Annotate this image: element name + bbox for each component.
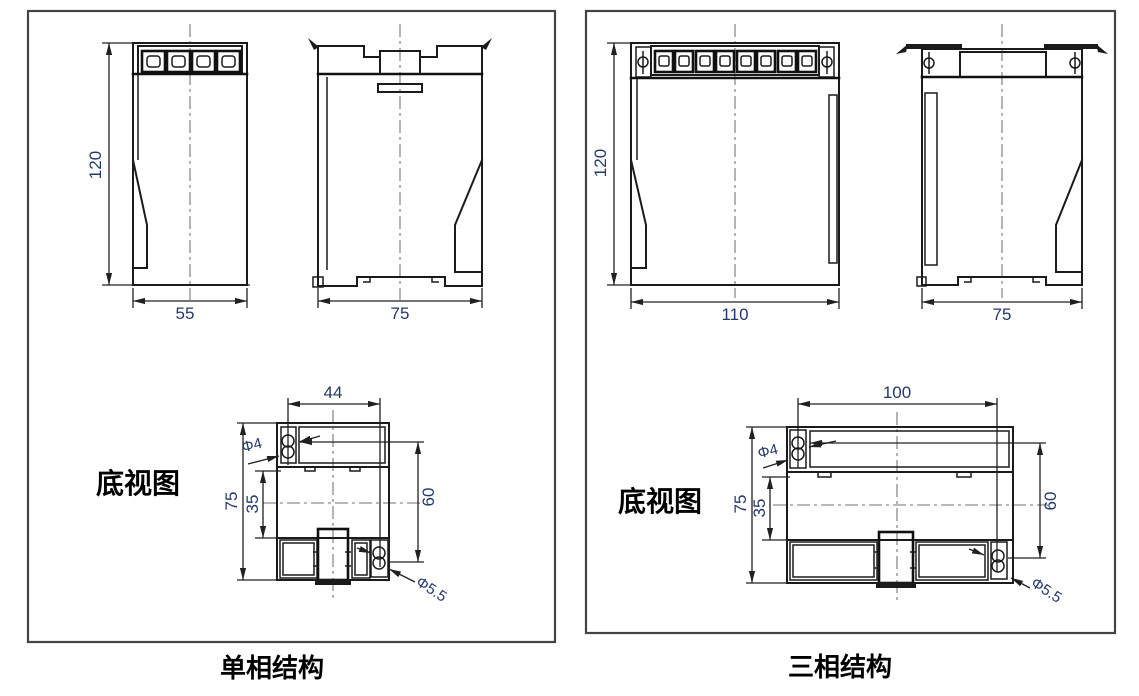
dim-hole-spacing: 60 — [1041, 492, 1060, 511]
terminal-strip — [131, 45, 249, 76]
latch-wedge — [131, 158, 148, 269]
hole-bottom-dia-label: Φ5.5 — [1028, 575, 1065, 607]
panel-border — [26, 9, 557, 644]
latch-wedge — [1055, 158, 1084, 273]
corner-tick — [1096, 44, 1108, 54]
bottom-view-label: 底视图 — [96, 468, 180, 499]
din-rail-profile — [921, 276, 1083, 286]
dim-front-width: 110 — [721, 305, 748, 324]
panel-three-phase: 120 110 — [584, 9, 1117, 635]
panel-single-phase: 120 55 — [26, 9, 557, 644]
slot — [377, 83, 423, 93]
corner-tick — [896, 44, 908, 54]
caption-three-phase: 三相结构 — [788, 652, 892, 682]
top-bar — [1044, 44, 1098, 49]
latch-wedge — [629, 158, 647, 269]
mounting-hole — [372, 556, 386, 570]
dim-side-width: 75 — [993, 305, 1012, 324]
hole-top-dia-label: Φ4 — [240, 435, 264, 456]
dim-front-height: 120 — [86, 151, 105, 179]
dim-front-height: 120 — [591, 149, 610, 177]
din-rail-profile — [317, 276, 483, 287]
mounting-hole — [991, 549, 1005, 563]
single-bottom-view: 44 75 35 60 Φ4 Φ5.5 — [222, 383, 450, 606]
dim-hole-spacing: 60 — [419, 488, 438, 507]
dim-bottom-offset: 35 — [750, 499, 769, 518]
bottom-view-label: 底视图 — [618, 486, 702, 517]
terminal-strip — [629, 45, 841, 80]
latch-notch — [312, 276, 324, 288]
three-front-view: 120 110 — [591, 24, 841, 324]
dim-bottom-width: 44 — [324, 383, 343, 402]
three-bottom-view: 100 75 35 60 Φ4 Φ5.5 — [731, 383, 1065, 607]
latch-wedge — [454, 158, 484, 273]
single-front-view: 120 55 — [86, 24, 250, 323]
dim-front-width: 55 — [176, 304, 195, 323]
latch-notch — [916, 276, 927, 287]
corner-tick — [481, 38, 492, 50]
top-block — [959, 51, 1047, 78]
top-bar — [906, 44, 962, 49]
dim-bottom-height: 75 — [731, 495, 750, 514]
corner-tick — [308, 38, 319, 50]
mounting-hole — [991, 559, 1005, 573]
panel-border — [584, 9, 1117, 635]
hole-box-bottom — [990, 541, 1008, 580]
dim-bottom-width: 100 — [883, 383, 911, 402]
single-side-view: 75 — [308, 24, 492, 323]
mounting-hole — [372, 546, 386, 560]
caption-single-phase: 单相结构 — [220, 653, 324, 683]
dim-bottom-height: 75 — [222, 492, 241, 511]
hole-top-dia-label: Φ4 — [756, 441, 780, 462]
hole-bottom-dia-label: Φ5.5 — [413, 574, 450, 606]
three-side-view: 75 — [896, 24, 1108, 324]
dim-bottom-offset: 35 — [243, 495, 262, 514]
dim-side-width: 75 — [391, 304, 410, 323]
